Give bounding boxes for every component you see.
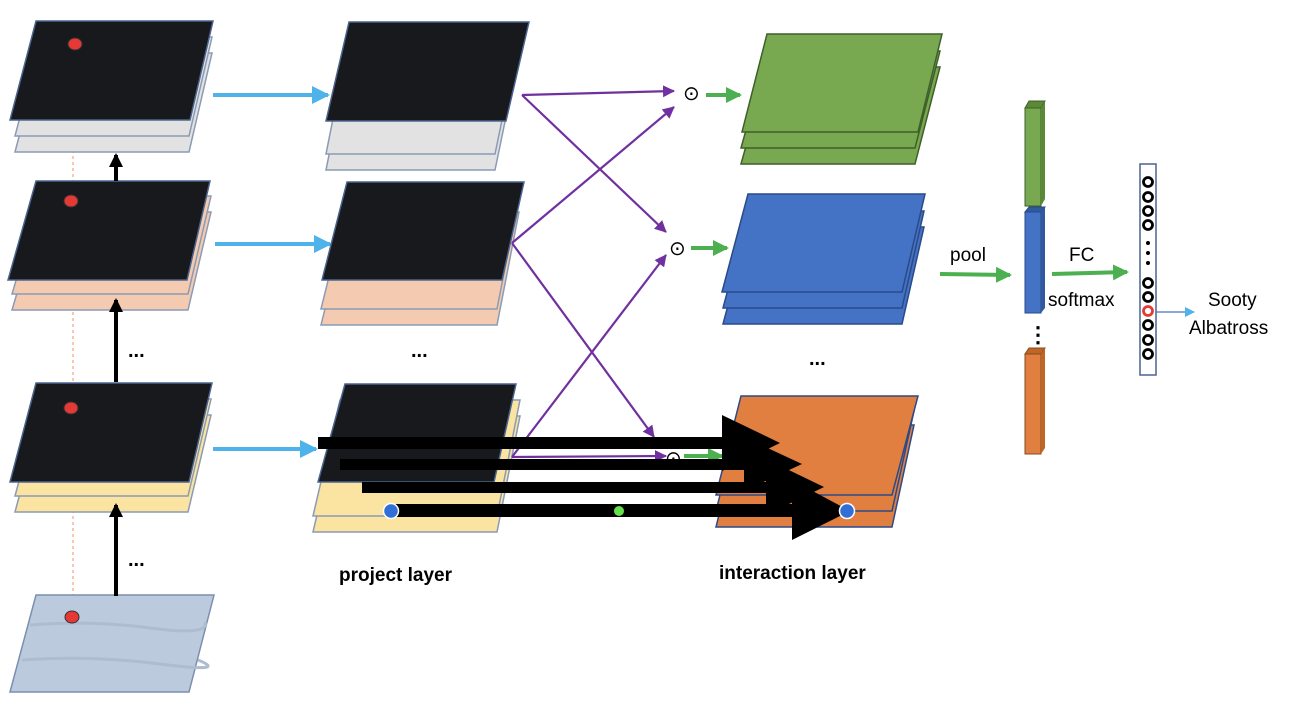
location-dot-icon [614,506,624,516]
pool-arrow [939,266,1012,283]
pool-label: pool [950,245,986,266]
backbone-stack-2 [7,180,212,311]
project-stack-1 [325,21,530,171]
hadamard-product-icon: ⊙ [669,238,686,260]
pooled-vector-orange [1024,347,1046,455]
output-vector [1139,163,1157,376]
location-dot-icon [63,401,79,415]
result-label-line2: Albatross [1189,318,1268,339]
location-dot-icon [64,610,80,624]
interaction-map-blue [721,193,926,325]
pooled-vector-green [1024,100,1046,207]
fc-label: FC [1069,245,1094,266]
ellipsis-left-2: ... [128,549,145,571]
fc-arrow [1051,264,1129,281]
location-dot-icon [838,502,856,520]
pooled-vector-blue [1023,206,1047,314]
interaction-map-green [740,33,943,165]
location-dot-icon [63,194,79,208]
overlay-arrows [318,415,850,540]
input-image [9,594,215,693]
backbone-stack-1 [9,20,214,153]
ellipsis-right: ... [809,348,826,370]
project-stack-2 [320,181,525,326]
hadamard-product-icon: ⊙ [683,83,700,105]
ellipsis-middle: ... [411,340,428,362]
location-dot-icon [67,37,83,51]
backbone-stack-3 [9,382,213,513]
ellipsis-left-1: ... [128,340,145,362]
vertical-ellipsis: ⋮ [1027,322,1049,347]
interaction-layer-label: interaction layer [719,563,866,584]
cross-connections [511,85,675,463]
softmax-label: softmax [1048,290,1115,311]
location-dot-icon [382,502,400,520]
project-layer-label: project layer [339,565,453,586]
predicted-class-circle [1142,305,1154,317]
result-label-line1: Sooty [1208,290,1257,311]
